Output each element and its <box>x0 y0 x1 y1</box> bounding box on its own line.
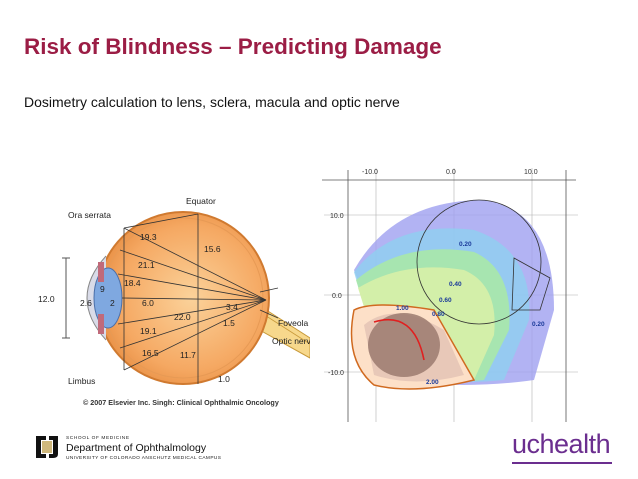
label-equator: Equator <box>186 196 216 206</box>
measure-19-3: 19.3 <box>140 232 157 242</box>
eye-anatomy-figure: Equator Ora serrata Foveola Optic nerve … <box>38 196 310 386</box>
isodose-label-0-80: 0.80 <box>432 311 445 318</box>
measure-2-6: 2.6 <box>80 298 92 308</box>
measure-16-5: 16.5 <box>142 348 159 358</box>
university-logo-icon <box>33 433 61 461</box>
footer-university: UNIVERSITY OF COLORADO ANSCHUTZ MEDICAL … <box>66 456 222 461</box>
brand-underline <box>512 462 612 464</box>
label-ora-serrata: Ora serrata <box>68 210 111 220</box>
measure-3-4: 3.4 <box>226 302 238 312</box>
label-optic-nerve: Optic nerve <box>272 336 310 346</box>
measure-1-5: 1.5 <box>223 318 235 328</box>
eye-figure-copyright: © 2007 Elsevier Inc. Singh: Clinical Oph… <box>83 398 279 407</box>
isodose-label-0-20: 0.20 <box>459 241 472 248</box>
uchealth-logo: uchealth <box>512 429 611 459</box>
y-tick-0: 0.0 <box>332 293 342 300</box>
slide-subtitle: Dosimetry calculation to lens, sclera, m… <box>24 94 400 110</box>
measure-2: 2 <box>110 298 115 308</box>
label-foveola: Foveola <box>278 318 309 328</box>
measure-18-4: 18.4 <box>124 278 141 288</box>
x-tick-neg10: -10.0 <box>362 169 378 176</box>
footer-school: SCHOOL OF MEDICINE <box>66 436 130 441</box>
measure-6-0: 6.0 <box>142 298 154 308</box>
label-limbus: Limbus <box>68 376 95 386</box>
measure-15-6: 15.6 <box>204 244 221 254</box>
isodose-label-0-40: 0.40 <box>449 281 462 288</box>
isodose-label-1-00: 1.00 <box>396 305 409 312</box>
measure-9: 9 <box>100 284 105 294</box>
isodose-label-0-60: 0.60 <box>439 297 452 304</box>
measure-19-1: 19.1 <box>140 326 157 336</box>
isodose-label-2-00: 2.00 <box>426 379 439 386</box>
dosimetry-figure: -10.0 0.0 10.0 10.0 0.0 -10.0 0.20 0.40 … <box>314 160 578 422</box>
measure-11-7: 11.7 <box>180 350 196 360</box>
y-tick-neg10: -10.0 <box>328 370 344 377</box>
x-tick-10: 10.0 <box>524 169 538 176</box>
isodose-label-0-20-b: 0.20 <box>532 321 545 328</box>
y-tick-10: 10.0 <box>330 213 344 220</box>
slide-title: Risk of Blindness – Predicting Damage <box>24 34 442 59</box>
footer-department: Department of Ophthalmology <box>66 442 207 454</box>
measure-12-0: 12.0 <box>38 294 55 304</box>
measure-22-0: 22.0 <box>174 312 191 322</box>
x-tick-0: 0.0 <box>446 169 456 176</box>
measure-21-1: 21.1 <box>138 260 155 270</box>
measure-1-0: 1.0 <box>218 374 230 384</box>
